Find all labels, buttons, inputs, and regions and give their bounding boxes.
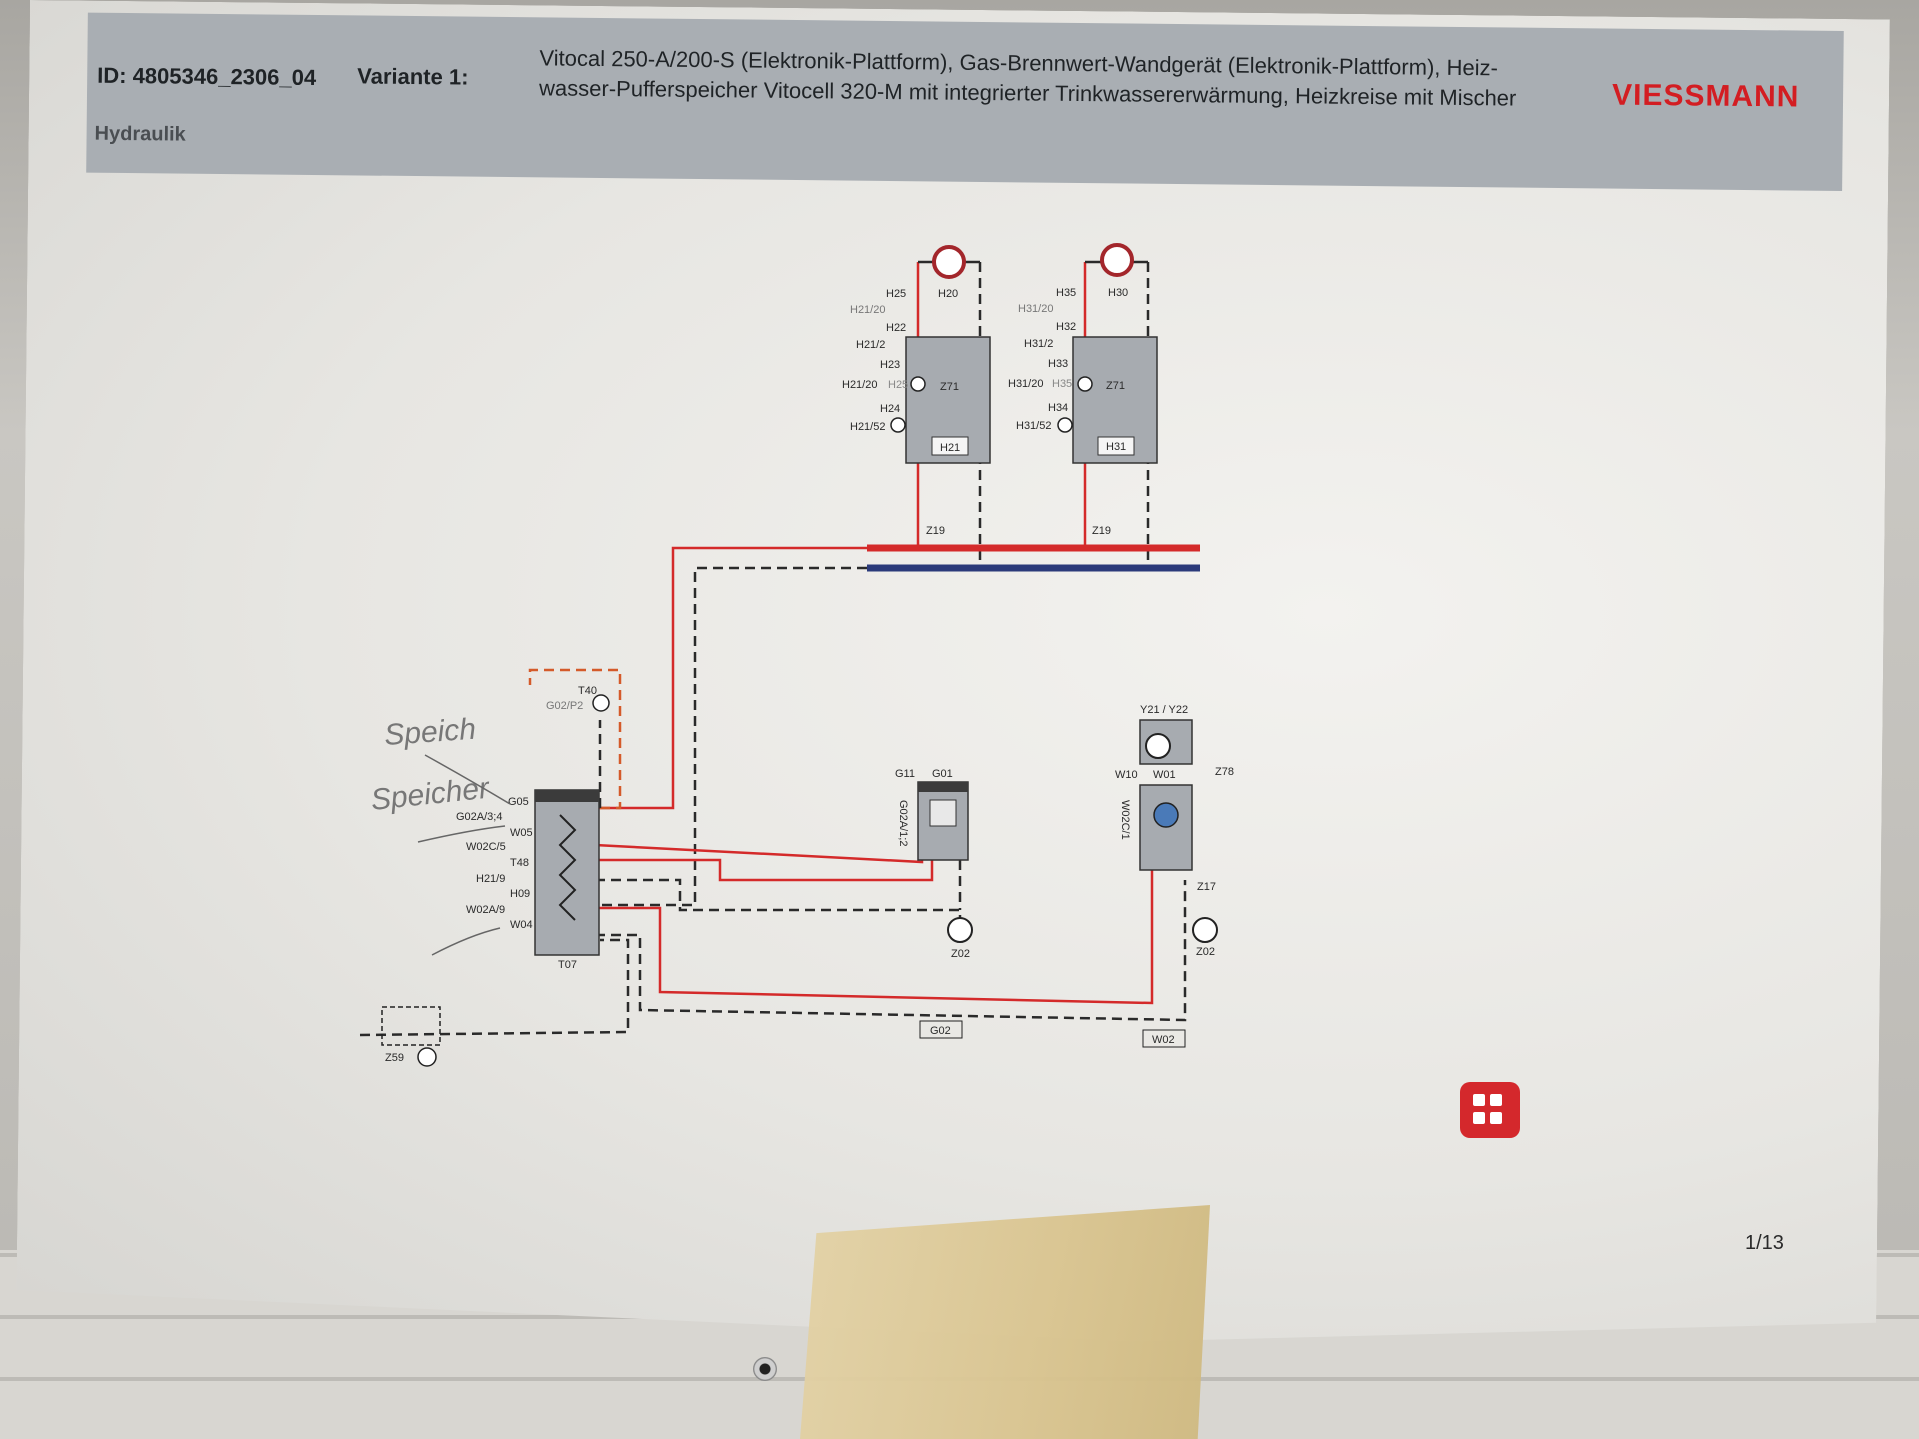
label-z19b: Z19 bbox=[1092, 525, 1111, 537]
hc1-pump-icon bbox=[910, 376, 926, 392]
label-w10: W10 bbox=[1115, 769, 1138, 781]
hc1-radiator-icon bbox=[932, 245, 966, 279]
label-h31-2: H31/2 bbox=[1024, 338, 1053, 350]
buffer-storage-tank bbox=[534, 789, 600, 956]
label-g01: G01 bbox=[932, 768, 953, 780]
hc1-controller-box bbox=[931, 436, 969, 456]
label-y21-y22: Y21 / Y22 bbox=[1140, 704, 1188, 716]
label-h25: H25 bbox=[886, 288, 906, 300]
hc2-mixer-motor-icon bbox=[1057, 417, 1073, 433]
label-t07: T07 bbox=[558, 959, 577, 971]
label-h31: H31 bbox=[1106, 441, 1126, 453]
label-z02a: Z02 bbox=[951, 948, 970, 960]
buffer-storage-logo-bar bbox=[535, 790, 599, 802]
heat-pump-fan-icon bbox=[1145, 733, 1171, 759]
hc2-pump-icon bbox=[1077, 376, 1093, 392]
handwritten-arrow-2 bbox=[417, 825, 506, 843]
safety-group bbox=[381, 1006, 441, 1046]
label-h30: H30 bbox=[1108, 287, 1128, 299]
dhw-temp-sensor-icon bbox=[592, 694, 610, 712]
heat-pump-supply-line bbox=[595, 870, 1154, 1005]
label-z17: Z17 bbox=[1197, 881, 1216, 893]
label-h35: H35 bbox=[1056, 287, 1076, 299]
hc2-controller-box bbox=[1097, 436, 1135, 456]
label-g02a-1-2: G02A/1;2 bbox=[897, 800, 909, 846]
hc2-radiator-icon bbox=[1100, 243, 1134, 277]
label-h31-20a: H31/20 bbox=[1018, 303, 1053, 315]
app-grid-icon[interactable] bbox=[1460, 1082, 1520, 1138]
main-return-line bbox=[595, 566, 867, 907]
label-h31-20b-tail: H35 bbox=[1052, 378, 1072, 390]
label-t48: T48 bbox=[510, 857, 529, 869]
handwritten-arrow-1 bbox=[424, 754, 511, 805]
label-h23: H23 bbox=[880, 359, 900, 371]
label-h20: H20 bbox=[938, 288, 958, 300]
label-h21-20a: H21/20 bbox=[850, 304, 885, 316]
label-w02c-5: W02C/5 bbox=[466, 841, 506, 853]
label-h09: H09 bbox=[510, 888, 530, 900]
dhw-line bbox=[528, 668, 622, 810]
label-w02c-1: W02C/1 bbox=[1119, 800, 1131, 840]
label-g11: G11 bbox=[895, 768, 915, 780]
w02-label-box bbox=[1142, 1029, 1186, 1048]
label-z71b: Z71 bbox=[1106, 380, 1125, 392]
expansion-vessel-boiler-icon bbox=[947, 917, 973, 943]
label-w02: W02 bbox=[1152, 1034, 1175, 1046]
heat-pump-indoor-icon bbox=[1153, 802, 1179, 828]
gas-boiler-logo-bar bbox=[918, 782, 968, 792]
buffer-coil bbox=[558, 814, 577, 921]
label-h33: H33 bbox=[1048, 358, 1068, 370]
expansion-vessel-heatpump-icon bbox=[1192, 917, 1218, 943]
boiler-supply-line-2 bbox=[595, 850, 934, 882]
label-z19a: Z19 bbox=[926, 525, 945, 537]
label-w04: W04 bbox=[510, 919, 533, 931]
safety-group-vessel-icon bbox=[417, 1047, 437, 1067]
label-h32: H32 bbox=[1056, 321, 1076, 333]
boiler-return-line bbox=[595, 878, 962, 920]
label-g05: G05 bbox=[508, 796, 529, 808]
page-number: 1/13 bbox=[1745, 1232, 1784, 1254]
label-h21-20b-tail: H25 bbox=[888, 379, 908, 391]
gas-boiler-display bbox=[929, 799, 957, 827]
label-w01: W01 bbox=[1153, 769, 1176, 781]
label-h21: H21 bbox=[940, 442, 960, 454]
label-h21-2: H21/2 bbox=[856, 339, 885, 351]
label-h31-20b: H31/20 bbox=[1008, 378, 1043, 390]
hc1-mixer-motor-icon bbox=[890, 417, 906, 433]
label-h31-52: H31/52 bbox=[1016, 420, 1051, 432]
label-h24: H24 bbox=[880, 403, 900, 415]
label-w02a-9: W02A/9 bbox=[466, 904, 505, 916]
label-g02a-3-4: G02A/3;4 bbox=[456, 811, 502, 823]
handwritten-arrow-3 bbox=[431, 927, 501, 956]
handwritten-note-1: Speich bbox=[383, 713, 477, 752]
label-z02b: Z02 bbox=[1196, 946, 1215, 958]
heat-pump-return-line bbox=[595, 880, 1187, 1022]
wall-pin bbox=[753, 1357, 777, 1381]
label-z71a: Z71 bbox=[940, 381, 959, 393]
cold-water-line bbox=[359, 938, 630, 1037]
g02-label-box bbox=[919, 1020, 963, 1039]
label-h21-9: H21/9 bbox=[476, 873, 505, 885]
label-w05: W05 bbox=[510, 827, 533, 839]
main-supply-line bbox=[595, 546, 867, 810]
label-h21-20b: H21/20 bbox=[842, 379, 877, 391]
label-t40: T40 bbox=[578, 685, 597, 697]
label-h21-52: H21/52 bbox=[850, 421, 885, 433]
label-z78: Z78 bbox=[1215, 766, 1234, 778]
label-h34: H34 bbox=[1048, 402, 1068, 414]
masking-tape bbox=[800, 1205, 1210, 1439]
label-g02-p2: G02/P2 bbox=[546, 700, 583, 712]
label-h22: H22 bbox=[886, 322, 906, 334]
label-z59: Z59 bbox=[385, 1052, 404, 1064]
label-g02: G02 bbox=[930, 1025, 951, 1037]
